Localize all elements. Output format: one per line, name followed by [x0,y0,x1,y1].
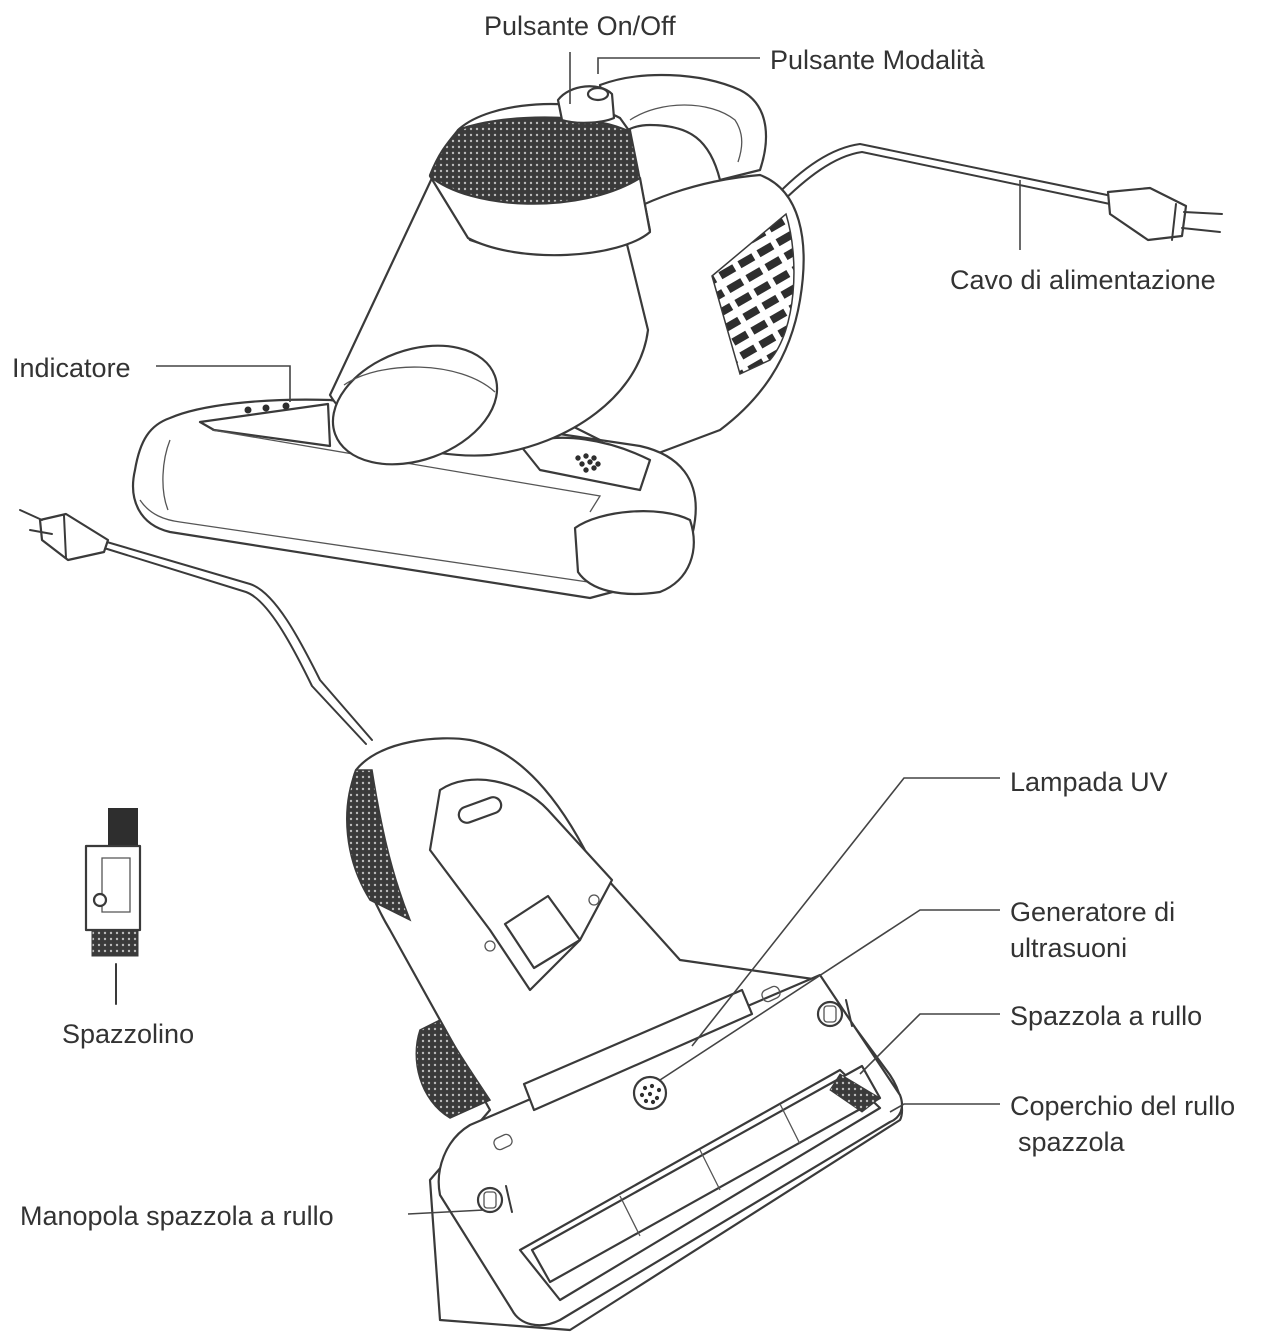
plug-bottom-icon [19,509,110,562]
leader-roller-knob [407,1209,485,1215]
power-cord-bottom [99,539,373,741]
cleaning-brush-icon [84,808,142,1005]
label-indicator: Indicatore [12,353,131,383]
leader-ultrasonic [659,909,1000,1081]
power-cord-top [771,143,1113,201]
roller-knob-right-icon [816,999,853,1028]
label-ultrasonic-generator-line2: ultrasuoni [1010,933,1128,963]
label-ultrasonic-generator-line1: Generatore di [1010,897,1176,927]
roller-knob-left-icon [476,1185,513,1214]
leader-roller-brush [859,1013,1000,1075]
label-power-cord: Cavo di alimentazione [950,265,1216,295]
leader-lines [156,52,1021,1215]
side-grip-lower [415,1018,492,1119]
leader-roller-cover [889,1103,1000,1113]
vent-grille [711,212,795,376]
label-cleaning-brush: Spazzolino [62,1019,195,1049]
label-panel [503,894,582,970]
label-roller-brush: Spazzola a rullo [1010,1001,1203,1031]
head-grille-dots-icon [575,453,601,473]
vacuum-bottom-view [19,509,904,1332]
leader-indicator [156,365,291,402]
label-uv-lamp: Lampada UV [1010,767,1168,797]
leader-uv-lamp [691,777,1000,1047]
label-ultrasonic-generator: Generatore di ultrasuoni [1010,894,1175,966]
plate-slot [457,796,503,824]
ultrasonic-generator-icon [632,1075,668,1111]
label-power-button: Pulsante On/Off [484,11,676,41]
roller-brush [530,1064,882,1284]
label-roller-cover: Coperchio del rullo spazzola [1010,1088,1235,1160]
vacuum-top-view [131,73,1223,600]
side-grip-upper [346,769,412,922]
handle [598,73,768,182]
leader-mode-button [597,57,760,74]
label-roller-knob: Manopola spazzola a rullo [20,1201,334,1231]
uv-lamp-slot [522,988,754,1112]
label-roller-cover-line2: spazzola [1018,1127,1125,1157]
plug-top-icon [1106,186,1223,242]
label-roller-cover-line1: Coperchio del rullo [1010,1091,1236,1121]
indicator-leds-icon [244,402,290,414]
dust-cup-bottom [331,344,499,466]
label-mode-button: Pulsante Modalità [770,45,985,75]
